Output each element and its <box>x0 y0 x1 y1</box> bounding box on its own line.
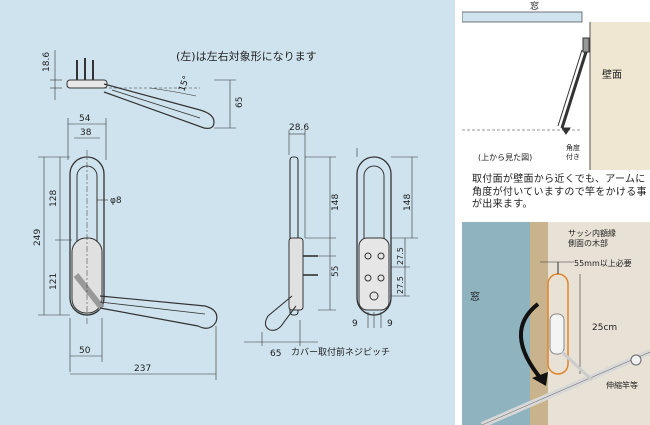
dim-27-5-a: 27.5 <box>396 247 405 265</box>
photo-clearance-label: 55mm以上必要 <box>574 258 632 268</box>
dim-38: 38 <box>80 128 92 138</box>
top-mount-plate <box>66 79 108 89</box>
plan-angle-label-1: 角度 <box>566 143 580 152</box>
dim-55: 55 <box>331 266 341 277</box>
photo-dim-25cm: 25cm <box>592 323 617 333</box>
plan-window-label: 窓 <box>530 0 539 12</box>
top-elevation-view <box>50 50 236 129</box>
dim-65-top: 65 <box>235 97 245 108</box>
dim-249: 249 <box>33 229 43 246</box>
dim-54: 54 <box>79 114 91 124</box>
dim-18-6: 18.6 <box>42 52 52 72</box>
installation-photo: 窓 サッシ内額縁 側面の木部 55mm以上必要 25cm 伸縮竿等 <box>462 222 650 425</box>
cover-screw-pitch-note: カバー取付前ネジピッチ <box>291 346 390 358</box>
dim-237: 237 <box>134 364 151 374</box>
photo-window-label: 窓 <box>470 290 480 303</box>
plan-view-diagram: 窓 壁面 (上から見た図) 角度 付き <box>462 0 650 170</box>
dim-27-5-b: 27.5 <box>396 276 405 294</box>
dim-28-6: 28.6 <box>289 123 309 133</box>
dim-9-right: 9 <box>387 319 393 329</box>
photo-frame-label-1: サッシ内額縁 <box>568 228 616 238</box>
window-bar <box>462 11 583 23</box>
dim-9-left: 9 <box>352 319 358 329</box>
front-view <box>38 118 218 380</box>
dim-phi8: φ8 <box>110 196 122 206</box>
plan-wall <box>590 22 650 170</box>
rotation-arrow <box>519 302 544 382</box>
window-glass <box>462 222 530 425</box>
dim-148-side: 148 <box>331 194 341 211</box>
top-arm <box>103 83 215 129</box>
plan-wall-label: 壁面 <box>602 68 622 81</box>
front-arm <box>99 295 218 329</box>
plan-angle-label-2: 付き <box>566 152 580 161</box>
side-view <box>244 130 336 346</box>
back-view <box>356 148 418 328</box>
dim-128: 128 <box>49 190 59 207</box>
plan-view-caption: (上から見た図) <box>478 153 532 162</box>
drawing-background <box>0 0 455 425</box>
technical-drawing: (左)は左右対象形になります 18.6 15° 65 <box>0 0 455 425</box>
dim-121: 121 <box>49 273 59 290</box>
symmetry-note: (左)は左右対象形になります <box>176 49 317 63</box>
photo-frame-label-2: 側面の木部 <box>568 238 608 248</box>
description-text: 取付面が壁面から近くでも、アームに角度が付いていますので竿をかける事が出来ます。 <box>472 174 647 210</box>
dim-65-bottom: 65 <box>270 349 281 359</box>
dim-50: 50 <box>79 346 91 356</box>
photo-pole-label: 伸縮竿等 <box>606 380 638 390</box>
dim-148-back: 148 <box>403 194 413 211</box>
